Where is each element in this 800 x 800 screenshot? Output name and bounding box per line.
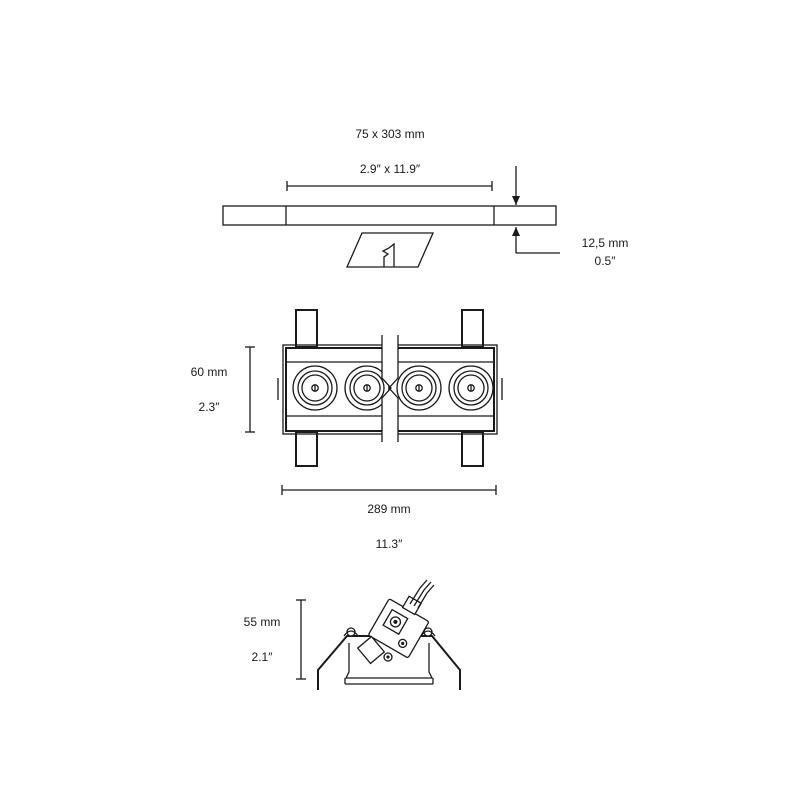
side-view: 55 mm 2.1″ <box>244 579 461 690</box>
depth-dimension-arrows <box>512 166 560 254</box>
side-height-dimension-line <box>296 599 306 680</box>
front-width-dimension-line <box>281 485 497 495</box>
lamp-module <box>448 365 494 411</box>
side-height-in-label: 2.1″ <box>252 650 274 664</box>
trim-plate-outline <box>222 205 557 226</box>
ceiling-cutout-symbol <box>346 232 434 268</box>
front-height-dimension-line <box>245 346 255 433</box>
lamp-module <box>344 365 390 411</box>
lamp-module <box>396 365 442 411</box>
front-height-in-label: 2.3″ <box>199 400 221 414</box>
side-height-mm-label: 55 mm <box>244 615 281 629</box>
front-view: 60 mm 2.3″ <box>191 309 503 551</box>
power-cable <box>409 579 435 609</box>
break-symbol <box>381 335 399 442</box>
depth-in-label: 0.5″ <box>595 254 617 268</box>
front-height-mm-label: 60 mm <box>191 365 228 379</box>
front-width-in-label: 11.3″ <box>376 537 403 551</box>
top-size-mm-label: 75 x 303 mm <box>355 127 424 141</box>
front-width-mm-label: 289 mm <box>367 502 410 516</box>
top-width-dimension-line <box>286 181 493 191</box>
top-view: 75 x 303 mm 2.9″ x 11.9″ 12,5 mm 0.5″ <box>222 127 629 268</box>
lamp-row <box>292 365 494 411</box>
lamp-module <box>292 365 338 411</box>
depth-mm-label: 12,5 mm <box>582 236 629 250</box>
top-size-in-label: 2.9″ x 11.9″ <box>360 162 421 176</box>
adjustable-lamp-module <box>356 595 429 665</box>
